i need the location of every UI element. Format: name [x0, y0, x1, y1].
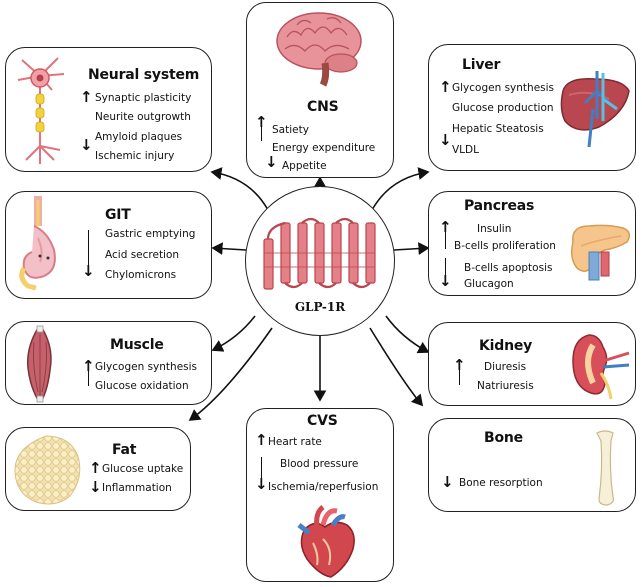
- neuron-icon: [17, 57, 65, 164]
- liver-item-1: Glycogen synthesis: [452, 82, 555, 94]
- kidney-item-1: Diuresis: [484, 361, 527, 373]
- liver-item-2: Glucose production: [452, 102, 554, 114]
- up-arrow-icon: ↑: [89, 459, 102, 477]
- muscle-item-2: Glucose oxidation: [95, 380, 189, 392]
- pancreas-title: Pancreas: [464, 198, 535, 214]
- down-arrow-icon: ↓: [80, 136, 93, 154]
- stomach-icon: [19, 196, 56, 291]
- cvs-box: CVS ↑ Heart rate ↓ Blood pressure Ischem…: [246, 408, 394, 582]
- cvs-item-1: Heart rate: [268, 436, 322, 448]
- up-arrow-icon: ↑: [453, 356, 466, 374]
- neural-item-3: Amyloid plaques: [95, 131, 183, 143]
- pancreas-icon: [570, 224, 630, 281]
- arrow-to-bone: [369, 327, 424, 407]
- liver-item-4: VLDL: [452, 144, 479, 156]
- glp1r-receptor-circle: GLP-1R: [245, 186, 395, 336]
- bone-box: Bone ↓ Bone resorption: [428, 418, 636, 512]
- git-box: GIT ↓ Gastric emptying Acid secretion Ch…: [5, 191, 212, 299]
- pancreas-item-1: Insulin: [477, 223, 512, 235]
- kidney-box: Kidney ↑ Diuresis Natriuresis: [428, 322, 636, 406]
- fat-item-2: Inflammation: [102, 482, 172, 494]
- liver-box: Liver ↑ Glycogen synthesis Glucose produ…: [428, 44, 636, 171]
- git-title: GIT: [105, 207, 131, 223]
- down-arrow-line: [88, 230, 89, 272]
- liver-item-3: Hepatic Steatosis: [452, 123, 544, 135]
- cns-item-1: Satiety: [272, 124, 309, 136]
- down-arrow-icon: ↓: [255, 475, 268, 493]
- down-arrow-line: [261, 457, 262, 485]
- up-arrow-icon: ↑: [439, 78, 452, 96]
- arrow-to-muscle: [211, 315, 256, 352]
- up-arrow-icon: ↑: [80, 88, 93, 106]
- neural-system-box: Neural system ↑ Synaptic plasticity Neur…: [5, 47, 212, 172]
- down-arrow-icon: ↓: [265, 153, 278, 171]
- bone-item-1: Bone resorption: [459, 477, 543, 489]
- bone-title: Bone: [484, 430, 523, 446]
- muscle-title: Muscle: [110, 337, 164, 353]
- bone-icon: [596, 430, 614, 506]
- fat-item-1: Glucose uptake: [102, 463, 184, 475]
- muscle-icon: [26, 325, 52, 403]
- brain-icon: [276, 12, 362, 87]
- down-arrow-icon: ↓: [439, 131, 452, 149]
- fat-title: Fat: [112, 442, 137, 458]
- neural-item-1: Synaptic plasticity: [95, 92, 192, 104]
- pancreas-item-2: B-cells proliferation: [454, 240, 556, 252]
- up-arrow-line: [459, 363, 460, 385]
- down-arrow-icon: ↓: [82, 262, 95, 280]
- receptor-icon: [263, 217, 376, 290]
- fat-tissue-icon: [14, 435, 81, 505]
- up-arrow-line: [445, 225, 446, 249]
- pancreas-item-4: Glucagon: [464, 278, 514, 290]
- down-arrow-icon: ↓: [439, 272, 452, 290]
- cns-title: CNS: [307, 99, 339, 115]
- up-arrow-line: [261, 119, 262, 141]
- pancreas-item-3: B-cells apoptosis: [464, 262, 553, 274]
- kidney-item-2: Natriuresis: [477, 380, 534, 392]
- up-arrow-icon: ↑: [439, 218, 452, 236]
- cvs-item-3: Ischemia/reperfusion: [268, 481, 379, 493]
- muscle-item-1: Glycogen synthesis: [95, 361, 198, 373]
- heart-icon: [297, 505, 355, 578]
- up-arrow-icon: ↑: [255, 113, 268, 131]
- muscle-box: Muscle ↑ Glycogen synthesis Glucose oxid…: [5, 321, 212, 405]
- down-arrow-icon: ↓: [441, 473, 454, 491]
- arrow-to-kidney: [385, 315, 430, 354]
- cns-item-2: Energy expenditure: [272, 142, 376, 154]
- arrow-to-pancreas: [393, 242, 430, 255]
- arrow-to-liver: [371, 167, 430, 211]
- kidney-icon: [572, 334, 630, 400]
- arrow-to-fat: [188, 327, 273, 421]
- arrow-to-git: [211, 242, 247, 255]
- cvs-item-2: Blood pressure: [280, 458, 359, 470]
- up-arrow-icon: ↑: [255, 431, 268, 449]
- liver-title: Liver: [462, 57, 501, 73]
- fat-box: Fat ↑ Glucose uptake ↓ Inflammation: [5, 427, 191, 511]
- kidney-title: Kidney: [479, 338, 533, 354]
- neural-system-title: Neural system: [88, 67, 200, 83]
- pancreas-box: Pancreas ↑ Insulin B-cells proliferation…: [428, 191, 636, 296]
- arrow-to-neural: [210, 167, 269, 211]
- up-arrow-icon: ↑: [82, 357, 95, 375]
- up-arrow-line: [88, 364, 89, 386]
- git-item-3: Chylomicrons: [105, 269, 177, 281]
- down-arrow-line: [445, 258, 446, 282]
- git-item-2: Acid secretion: [105, 249, 180, 261]
- neural-item-2: Neurite outgrowth: [95, 111, 191, 123]
- receptor-label: GLP-1R: [294, 300, 346, 314]
- cns-item-3: Appetite: [282, 160, 327, 172]
- git-item-1: Gastric emptying: [105, 228, 196, 240]
- down-arrow-icon: ↓: [89, 478, 102, 496]
- neural-item-4: Ischemic injury: [95, 150, 175, 162]
- liver-icon: [560, 71, 630, 148]
- cvs-title: CVS: [307, 413, 338, 429]
- cns-box: CNS ↑ Satiety Energy expenditure ↓ Appet…: [246, 2, 394, 178]
